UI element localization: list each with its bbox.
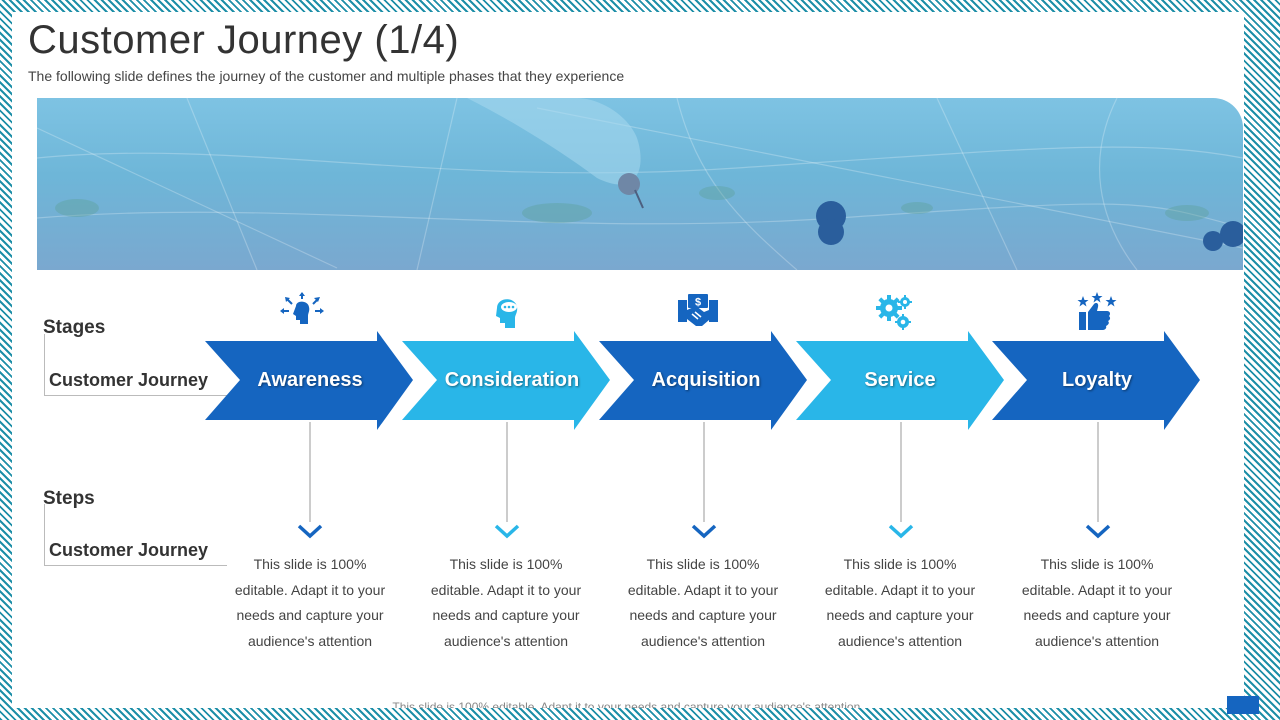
stage-chevrons [205,331,1200,430]
connector-line [1097,422,1099,522]
step-text-acquisition: This slide is 100% editable. Adapt it to… [627,556,779,649]
stage-chevron-service [796,331,1004,430]
stages-label: Stages [43,317,106,338]
stage-chevron-awareness [205,331,413,430]
step-text-awareness: This slide is 100% editable. Adapt it to… [234,556,386,649]
stage-label-service: Service [864,369,936,391]
step-text-service: This slide is 100% editable. Adapt it to… [824,556,976,649]
footer-note: This slide is 100% editable. Adapt it to… [392,700,864,708]
svg-text:$: $ [695,297,701,309]
step-text-consideration: This slide is 100% editable. Adapt it to… [430,556,582,649]
page-title: Customer Journey (1/4) [28,18,460,62]
chevron-down-icon [494,524,520,539]
stage-chevron-acquisition [599,331,807,430]
steps-sub-label: Customer Journey [44,504,227,566]
connector-line [506,422,508,522]
stage-label-consideration: Consideration [444,369,580,391]
stage-label-loyalty: Loyalty [1061,369,1133,391]
page-subtitle: The following slide defines the journey … [28,68,625,84]
slide: Customer Journey (1/4) The following sli… [12,12,1244,708]
thinking-head-icon [496,299,518,328]
steps-label: Steps [43,488,95,509]
stage-label-acquisition: Acquisition [651,369,761,391]
map-banner-image [37,98,1243,270]
stages-sub-label: Customer Journey [44,334,227,396]
stage-chevron-consideration [402,331,610,430]
gears-icon [876,295,912,330]
corner-accent-box [1227,696,1259,714]
chevron-down-icon [297,524,323,539]
connector-line [900,422,902,522]
stage-chevron-loyalty [992,331,1200,430]
stage-label-awareness: Awareness [257,369,363,391]
chevron-down-icon [888,524,914,539]
thumbs-up-stars-icon [1077,292,1117,330]
step-text-loyalty: This slide is 100% editable. Adapt it to… [1021,556,1173,649]
connector-line [703,422,705,522]
chevron-down-icon [691,524,717,539]
idea-head-icon [280,292,324,324]
chevron-down-icon [1085,524,1111,539]
connector-line [309,422,311,522]
map-illustration [37,98,1243,270]
handshake-money-icon: $ [678,294,718,326]
